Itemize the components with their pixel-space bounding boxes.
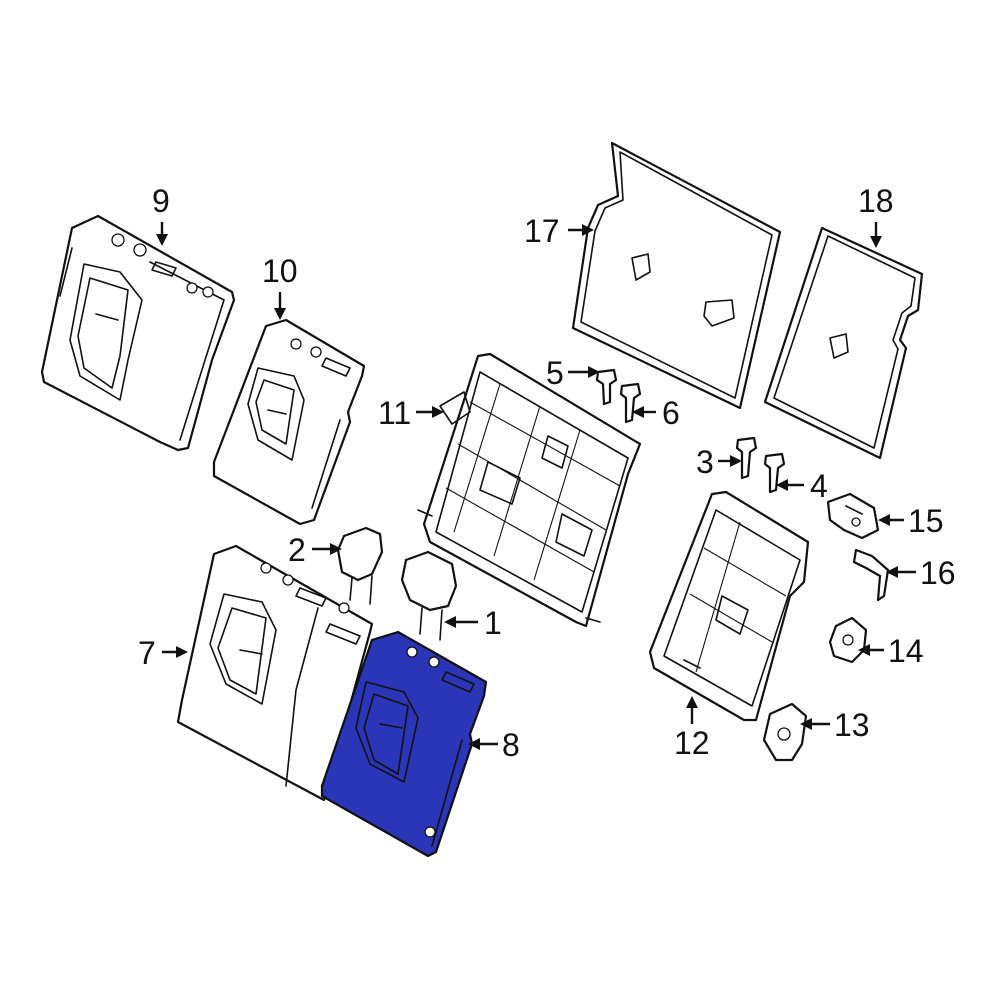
arrowhead-1 — [444, 616, 456, 628]
callout-2: 2 — [288, 532, 306, 568]
part-5-bolt[interactable] — [595, 368, 618, 406]
arrowhead-12 — [686, 696, 698, 708]
callout-1: 1 — [484, 605, 502, 641]
part-4-bolt[interactable] — [763, 452, 786, 494]
part-11-backrest-frame[interactable] — [417, 352, 642, 628]
callout-16: 16 — [920, 555, 956, 591]
arrowhead-18 — [870, 236, 882, 248]
callout-7: 7 — [138, 635, 156, 671]
callout-8: 8 — [502, 727, 520, 763]
callout-13: 13 — [834, 707, 870, 743]
part-10-backrest-cover[interactable] — [212, 318, 366, 526]
part-15-bracket[interactable] — [826, 492, 880, 540]
arrowhead-13 — [800, 718, 812, 730]
arrowhead-5 — [588, 366, 600, 378]
callout-17: 17 — [524, 213, 560, 249]
part-3-bolt[interactable] — [735, 436, 758, 480]
callout-6: 6 — [662, 395, 680, 431]
part-8-seat-back-cover-highlighted[interactable] — [320, 630, 488, 858]
part-7-seat-back-cover[interactable] — [176, 544, 374, 802]
arrowhead-6 — [632, 406, 644, 418]
arrowhead-16 — [886, 566, 898, 578]
part-14-latch[interactable] — [828, 616, 868, 664]
arrowhead-14 — [858, 644, 870, 656]
callout-12: 12 — [674, 725, 710, 761]
arrowhead-2 — [330, 543, 342, 555]
arrowhead-8 — [468, 738, 480, 750]
part-17-rear-panel[interactable] — [571, 141, 782, 410]
part-13-cover-plate[interactable] — [762, 702, 808, 762]
arrowhead-3 — [730, 455, 742, 467]
part-16-clip[interactable] — [852, 548, 890, 602]
callout-18: 18 — [858, 183, 894, 219]
callout-3: 3 — [696, 444, 714, 480]
part-1-headrest[interactable] — [400, 550, 458, 641]
part-18-rear-panel-small[interactable] — [763, 226, 924, 460]
part-6-bolt[interactable] — [619, 382, 642, 424]
callout-14: 14 — [888, 633, 924, 669]
callout-5: 5 — [546, 355, 564, 391]
callout-10: 10 — [262, 253, 298, 289]
arrowhead-17 — [582, 224, 594, 236]
callout-11: 11 — [378, 395, 411, 431]
arrowhead-9 — [156, 234, 168, 246]
arrowhead-4 — [776, 479, 788, 491]
arrowhead-11 — [432, 406, 444, 418]
callout-15: 15 — [908, 503, 944, 539]
callout-4: 4 — [810, 468, 828, 504]
part-9-backrest-cover[interactable] — [40, 214, 236, 452]
arrowhead-7 — [176, 646, 188, 658]
part-12-backrest-frame-small[interactable] — [648, 490, 810, 722]
arrowhead-15 — [878, 514, 890, 526]
part-2-headrest[interactable] — [336, 526, 384, 605]
callout-9: 9 — [152, 183, 170, 219]
arrowhead-10 — [274, 308, 286, 320]
